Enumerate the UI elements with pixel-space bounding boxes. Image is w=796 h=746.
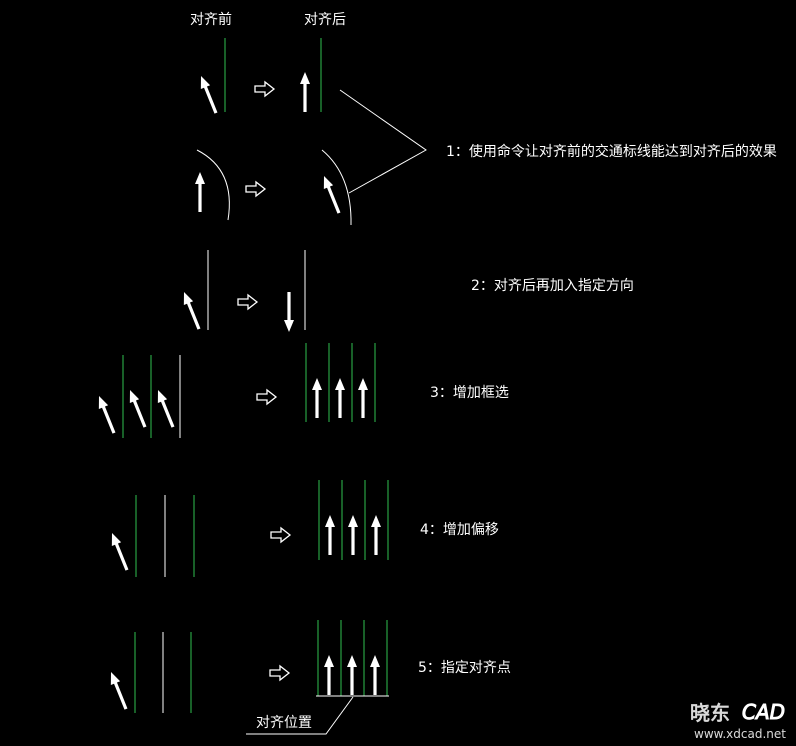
watermark-brand: 晓东	[690, 701, 730, 725]
header-after: 对齐后	[304, 12, 346, 28]
hollow-arrow-icon	[269, 665, 290, 681]
row-6-before	[106, 632, 192, 713]
arrow-icon	[370, 655, 380, 695]
arrow-icon	[125, 388, 150, 429]
row-6-after	[316, 620, 389, 697]
arrow-icon	[358, 378, 368, 418]
watermark: 晓东 CAD www.xdcad.net	[690, 700, 786, 742]
step-4-label: 4：增加偏移	[420, 522, 499, 538]
row-4-before	[94, 355, 181, 438]
row-3-before	[179, 250, 209, 331]
callout-leader-2	[246, 696, 354, 735]
arrow-icon	[324, 655, 334, 695]
step-2-label: 2：对齐后再加入指定方向	[471, 278, 634, 294]
arrow-icon	[195, 172, 205, 212]
arrow-icon	[284, 292, 294, 332]
arrow-icon	[371, 515, 381, 555]
row-5-before	[107, 495, 195, 577]
hollow-arrow-icon	[270, 527, 291, 543]
watermark-url: www.xdcad.net	[694, 727, 786, 741]
row-3-after	[284, 250, 306, 332]
row-5-after	[318, 480, 389, 560]
step-5-label: 5：指定对齐点	[418, 660, 511, 676]
step-3-label: 3：增加框选	[430, 385, 509, 401]
callout-leader-1	[339, 89, 427, 194]
arrow-icon	[179, 290, 204, 331]
row-2-after	[319, 149, 352, 226]
arrow-icon	[94, 394, 119, 435]
row-4-after	[305, 343, 376, 422]
arrow-icon	[325, 515, 335, 555]
arrow-icon	[106, 670, 131, 711]
arrow-icon	[335, 378, 345, 418]
arrow-icon	[300, 72, 310, 112]
row-2-before	[195, 149, 230, 221]
header-before: 对齐前	[190, 11, 232, 28]
step-1-label: 1：使用命令让对齐前的交通标线能达到对齐后的效果	[446, 143, 777, 160]
hollow-arrow-icon	[256, 389, 277, 405]
arrow-icon	[312, 378, 322, 418]
hollow-arrow-icon	[245, 181, 266, 197]
hollow-arrow-icon	[254, 81, 275, 97]
arrow-icon	[196, 74, 221, 115]
hollow-arrow-icon	[237, 294, 258, 310]
watermark-brand-latin: CAD	[742, 700, 785, 724]
row-1-after	[300, 38, 322, 112]
callout-label: 对齐位置	[256, 715, 312, 731]
row-1-before	[196, 38, 226, 115]
arrow-icon	[347, 655, 357, 695]
arrow-icon	[319, 174, 344, 215]
arrow-icon	[107, 531, 132, 572]
arrow-icon	[153, 388, 178, 429]
arrow-icon	[348, 515, 358, 555]
